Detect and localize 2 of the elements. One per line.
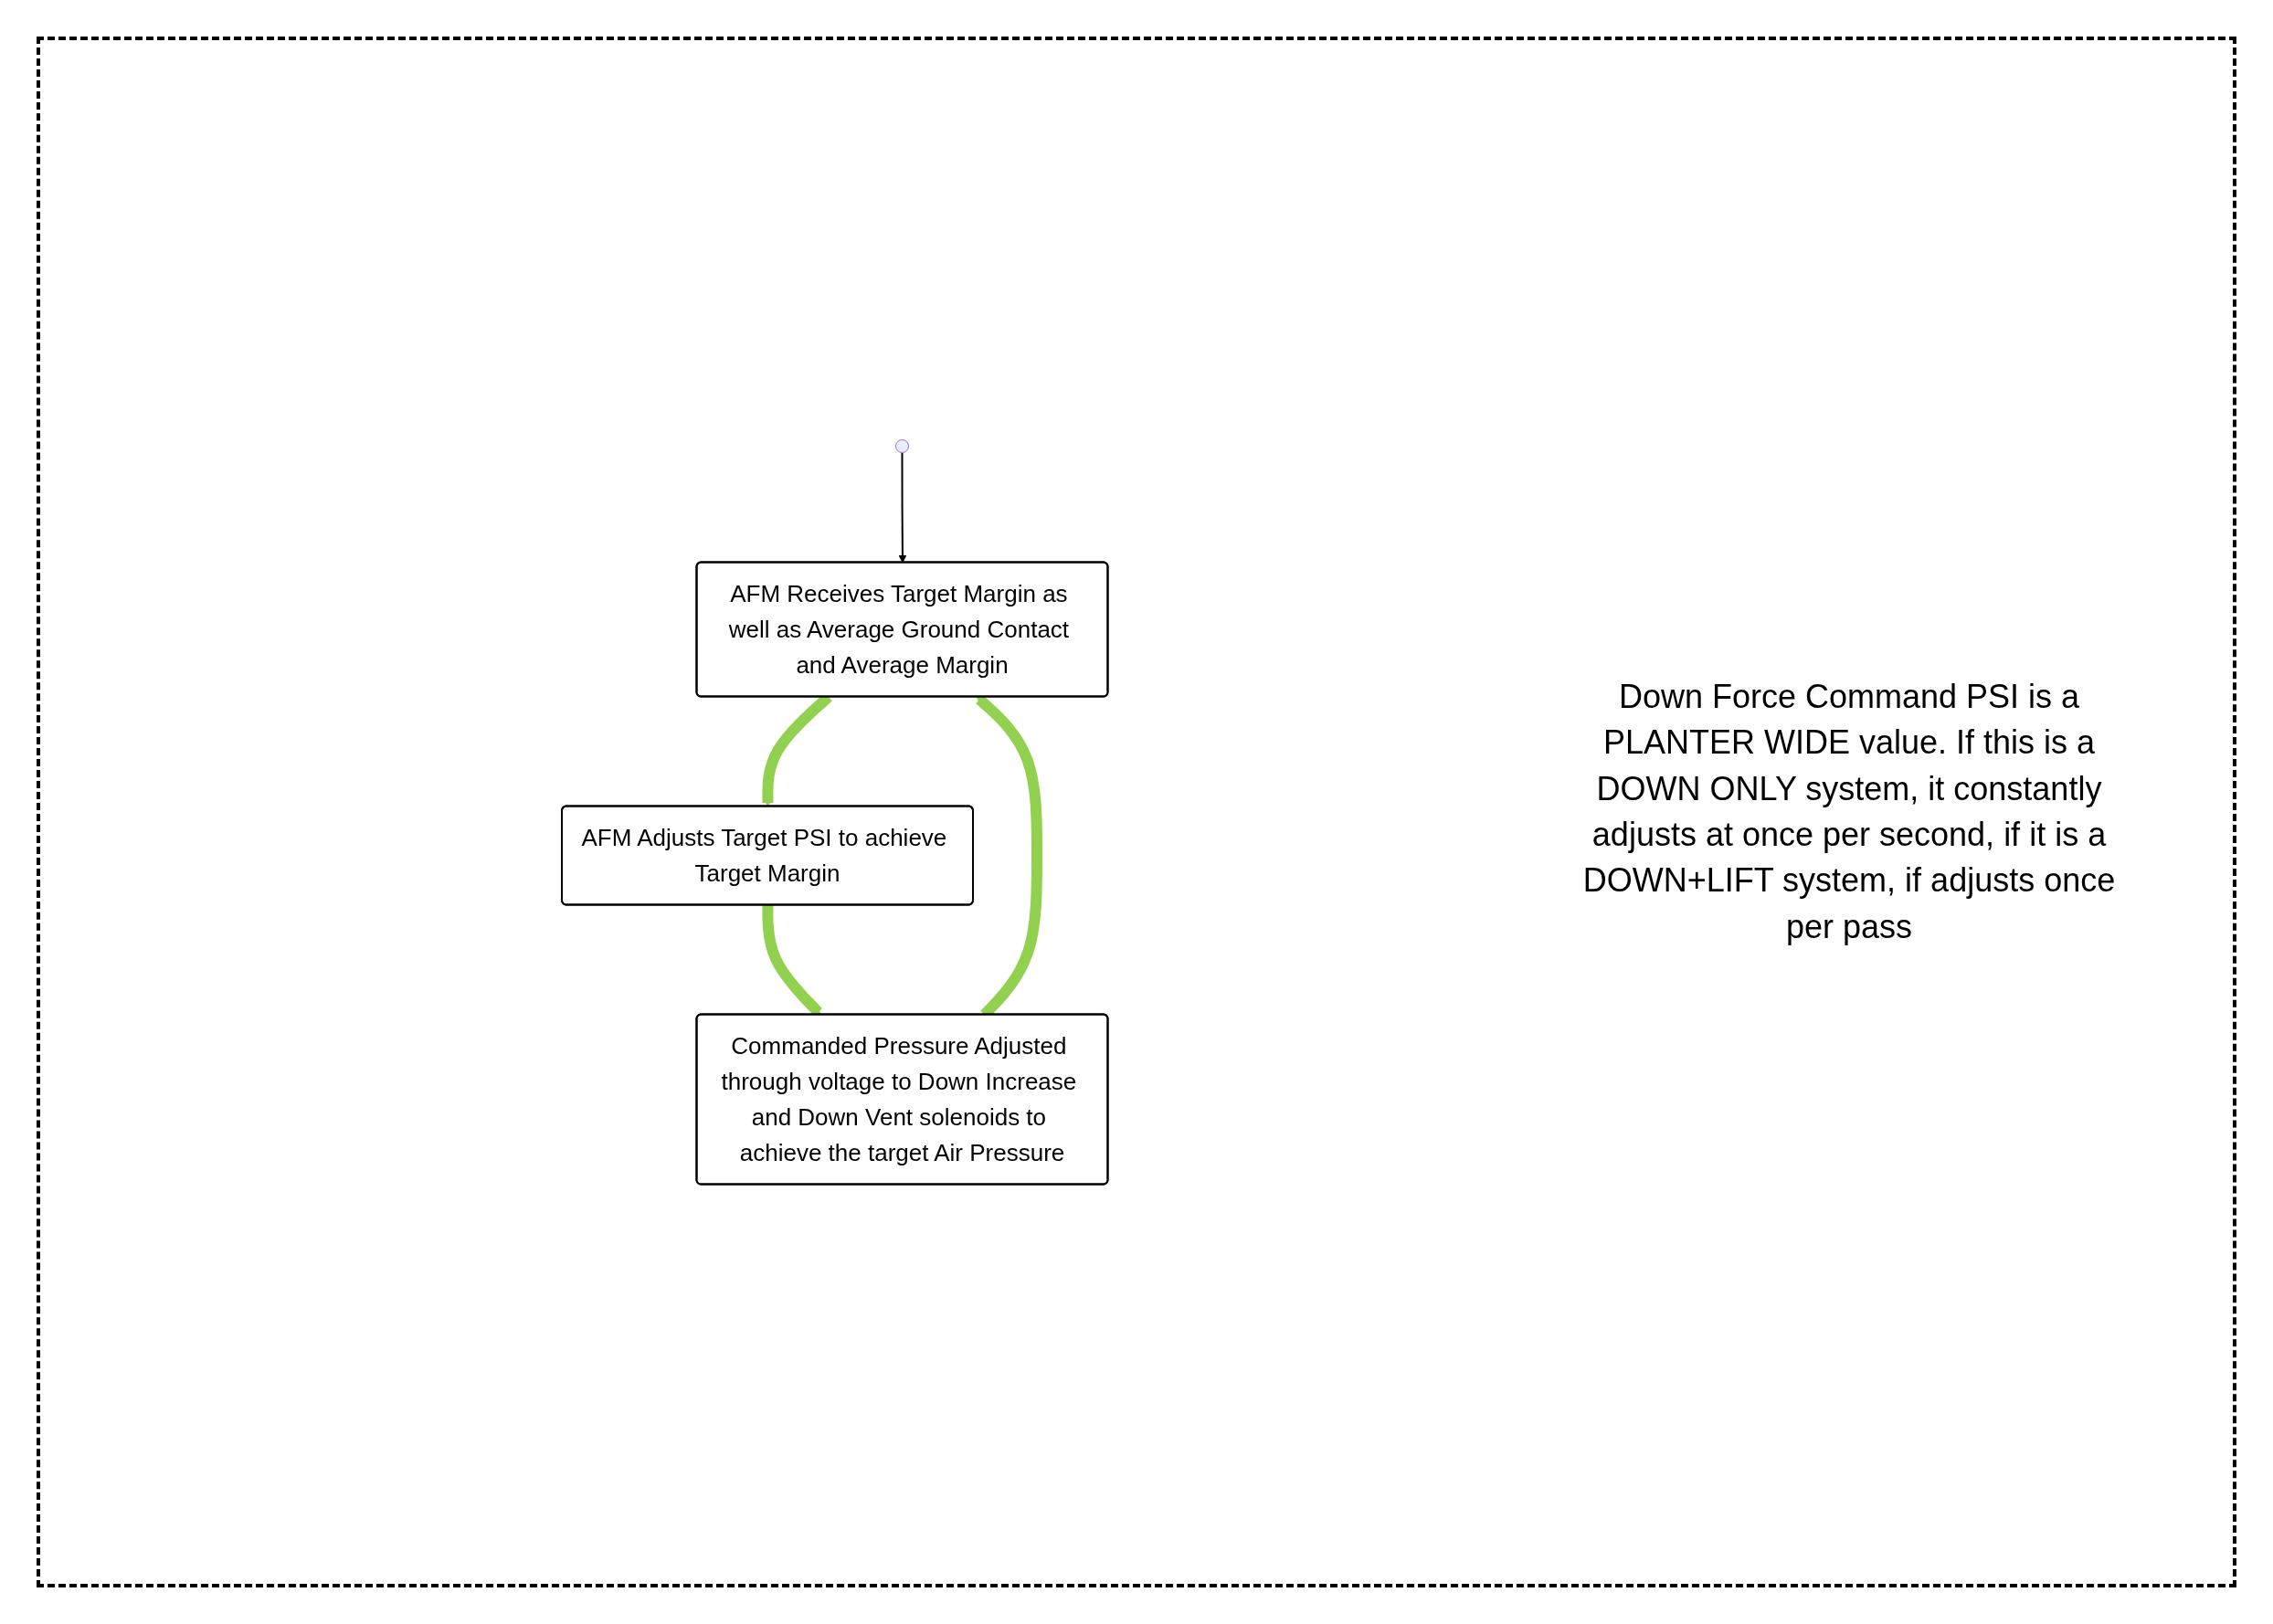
note-text: Down Force Command PSI is a PLANTER WIDE value. If this is a DOWN ONLY system, it constantly adjusts at once per second, if it is a DOWN+LIFT system, if adjusts once per pass: [1581, 676, 2117, 947]
arrow: [898, 451, 907, 564]
